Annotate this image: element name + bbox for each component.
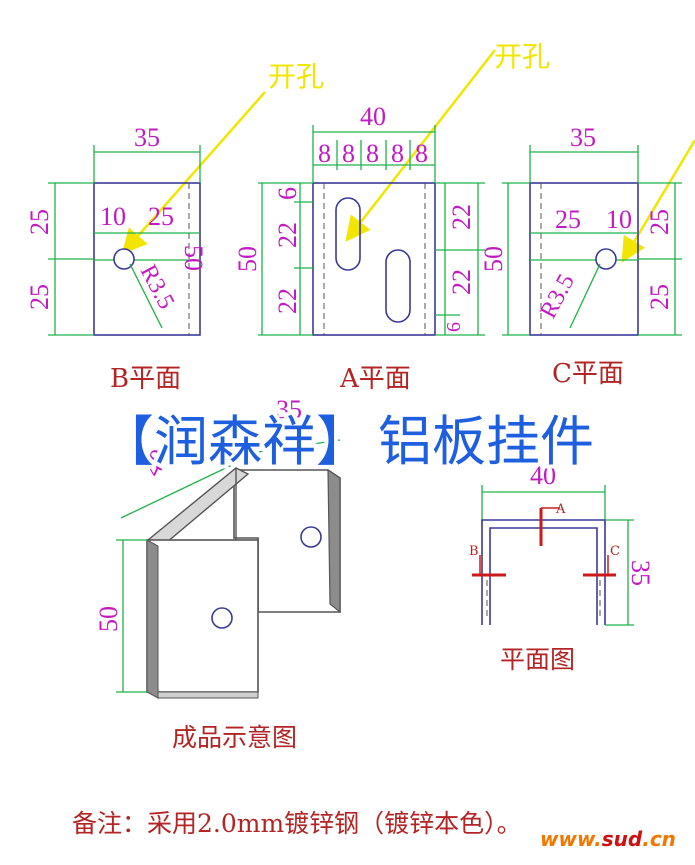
plan-view: 40 A B C 35 平面图 (469, 461, 655, 674)
view-a-left-dim-1: 6 (273, 187, 302, 200)
view-a-sub-dim-3: 8 (366, 139, 379, 168)
view-a-outline (312, 182, 436, 336)
plan-caption: 平面图 (500, 645, 575, 674)
view-c-radius: R3.5 (535, 270, 580, 323)
banner-bracket-text: 【润森祥】 (100, 410, 370, 473)
view-c-hole-x-right: 10 (606, 205, 632, 234)
view-a-sub-dim-1: 8 (318, 139, 331, 168)
view-b-upper-dim: 25 (25, 209, 54, 235)
iso-back-hole-icon (300, 526, 322, 548)
iso-view: 50 40 35 成品示意图 (94, 395, 341, 752)
view-a-height-dim: 50 (233, 246, 262, 272)
view-b-height-dim: 50 (179, 245, 208, 271)
callout-hole-left-label: 开孔 (268, 62, 324, 93)
view-c: 35 50 25 25 25 10 R3.5 C平面 (479, 123, 682, 389)
banner: 【润森祥】 【润森祥】 铝板挂件 铝板挂件 (96, 406, 598, 477)
view-b: 35 25 25 10 25 50 R3.5 B平面 (25, 123, 208, 394)
view-c-height-dim: 50 (479, 246, 508, 272)
callout-hole-right-label: 开孔 (494, 42, 550, 73)
view-c-upper-dim: 25 (645, 209, 674, 235)
view-b-lower-dim: 25 (25, 284, 54, 310)
callout-hole-left: 开孔 (121, 62, 324, 255)
plan-mark-a: A (555, 502, 566, 517)
view-c-lower-dim: 25 (645, 284, 674, 310)
watermark: www.sud.cn (540, 827, 676, 851)
view-a-sub-dim-2: 8 (342, 139, 355, 168)
iso-front-plate (146, 539, 259, 693)
iso-top-dim: 35 (276, 395, 302, 424)
view-a-caption: A平面 (339, 364, 411, 394)
view-a: 40 8 8 8 8 8 50 6 22 22 22 22 6 A平面 (233, 102, 485, 394)
view-a-right-dim-1: 22 (447, 204, 476, 230)
plan-mark-c: C (610, 544, 620, 559)
view-a-left-dim-2: 22 (273, 222, 302, 248)
plan-width-dim: 40 (530, 461, 556, 490)
banner-bracket-outline: 【润森祥】 (100, 410, 370, 473)
iso-height-dim: 50 (94, 606, 123, 632)
view-c-hole-icon (595, 248, 617, 270)
view-a-right-dim-2: 22 (447, 269, 476, 295)
iso-front-hole-icon (211, 607, 233, 629)
view-b-hole-x-left: 10 (100, 202, 126, 231)
watermark-mid: sud (602, 827, 643, 851)
view-b-caption: B平面 (110, 364, 181, 394)
note: 备注：采用2.0mm镀锌钢（镀锌本色）。 (72, 809, 522, 838)
callout-hole-right: 开孔 (345, 42, 695, 263)
view-c-caption: C平面 (552, 359, 624, 389)
view-a-slot-1-icon (335, 197, 361, 271)
banner-product-outline: 铝板挂件 (378, 410, 594, 473)
view-c-hole-x-left: 25 (555, 205, 581, 234)
view-c-width-dim: 35 (570, 123, 596, 152)
view-a-slot-2-icon (385, 249, 411, 323)
view-b-width-dim: 35 (134, 123, 160, 152)
view-a-width-dim: 40 (360, 102, 386, 131)
iso-caption: 成品示意图 (172, 723, 297, 752)
banner-product-text: 铝板挂件 (378, 410, 594, 473)
plan-mark-b: B (469, 544, 479, 559)
view-a-sub-dim-5: 8 (415, 139, 428, 168)
view-a-sub-dim-4: 8 (391, 139, 404, 168)
plan-depth-dim: 35 (626, 560, 655, 586)
svg-text:www.sud.cn: www.sud.cn (540, 827, 676, 851)
view-b-hole-x-right: 25 (148, 202, 174, 231)
view-b-hole-icon (113, 248, 135, 270)
view-a-right-dim-3: 6 (443, 322, 465, 332)
watermark-suffix: .cn (642, 827, 676, 851)
view-a-left-dim-3: 22 (273, 288, 302, 314)
watermark-prefix: www. (540, 827, 602, 851)
